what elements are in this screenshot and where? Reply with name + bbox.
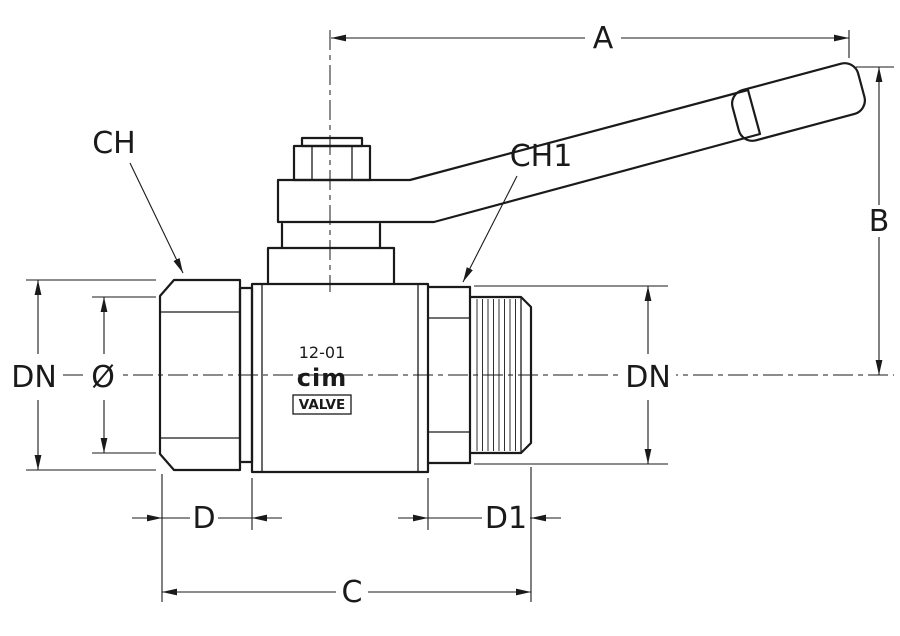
dim-label-c: C (342, 575, 363, 610)
valve-body-group: 12-01 cim VALVE (158, 62, 866, 474)
male-thread (468, 295, 533, 455)
centerlines (28, 30, 894, 376)
dimension-c: C (162, 575, 531, 610)
dimension-dn-left: DN (8, 279, 156, 471)
lever-handle (276, 62, 866, 224)
thread-hatching (476, 299, 516, 451)
male-end-hex (426, 285, 472, 465)
dim-label-b: B (869, 204, 890, 239)
dimension-diameter: Ø (88, 296, 156, 454)
marking-model: 12-01 (299, 343, 346, 362)
dim-label-ch1: CH1 (510, 139, 573, 174)
dim-label-d: D (192, 501, 215, 536)
dimension-a: A (331, 21, 850, 58)
dim-label-ch: CH (92, 126, 136, 161)
dimension-ch-leader: CH (92, 126, 184, 274)
stem-nut (292, 136, 372, 182)
marking-type: VALVE (299, 397, 345, 413)
dim-label-d1: D1 (485, 501, 527, 536)
dimension-dn-right: DN (474, 285, 676, 465)
dim-label-dn-right: DN (625, 360, 671, 395)
dimension-d1: D1 (398, 467, 561, 602)
handle-grip (731, 62, 866, 142)
dimension-ch1-leader: CH1 (462, 139, 573, 283)
valve-central-body (250, 282, 430, 474)
dimension-b: B (856, 66, 896, 375)
dim-label-dn-left: DN (11, 360, 57, 395)
stem-bonnet (266, 222, 396, 286)
dimension-d: D (132, 474, 282, 602)
dim-label-diameter: Ø (91, 360, 115, 395)
dim-label-a: A (593, 21, 614, 56)
marking-brand-logo: cim (297, 364, 347, 392)
body-markings: 12-01 cim VALVE (292, 343, 352, 415)
